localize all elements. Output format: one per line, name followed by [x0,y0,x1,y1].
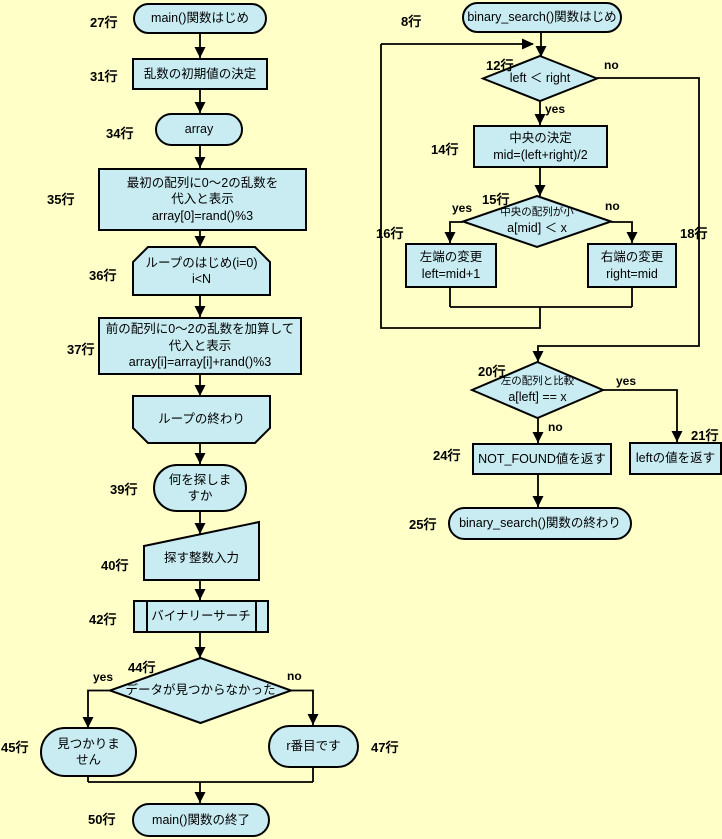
decision-diamond-shape [480,54,600,103]
node-init-random-text: 乱数の初期値の決定 [143,66,257,81]
line-label-34: 34行 [106,126,134,141]
node-mid-decision-caption: 中央の配列が小 [500,206,574,219]
node-input-integer-text: 探す整数入力 [163,550,239,565]
branch-label-12-yes: yes [545,102,566,116]
node-binary-search-call-text: バイナリーサーチ [151,609,251,624]
node-array-data: array [155,113,243,146]
node-msg-not-found-text: 見つかりま せん [57,736,120,768]
node-mid-calc-text: 中央の決定 mid=(left+right)/2 [493,131,588,162]
node-mid-decision: 中央の配列が小 a[mid] ＜ x [459,194,615,249]
node-loop-begin-text: ループのはじめ(i=0) i<N [145,255,258,287]
node-return-left: leftの値を返す [629,442,722,475]
node-bs-start-text: binary_search()関数はじめ [467,10,617,25]
node-left-decision-expr: a[left] == x [508,389,567,404]
node-left-decision-textwrap: 左の配列と比較 a[left] == x [499,375,577,405]
line-label-15: 15行 [482,192,510,207]
line-label-45: 45行 [1,740,29,755]
decision-diamond-shape [107,656,294,725]
loop-end-shape [132,395,271,444]
node-while-decision-text: left ＜ right [509,71,571,86]
node-left-decision-caption: 左の配列と比較 [500,374,575,387]
node-left-decision: 左の配列と比較 a[left] == x [469,360,606,420]
line-label-39: 39行 [110,482,138,497]
line-label-40: 40行 [101,558,129,573]
line-label-35: 35行 [47,192,75,207]
line-label-18: 18行 [680,226,708,241]
node-main-start-text: main()関数はじめ [151,11,249,26]
node-add-assign-text: 前の配列に0〜2の乱数を加算して 代入と表示 array[i]=array[i]… [105,322,295,370]
node-first-assign-text: 最初の配列に0〜2の乱数を 代入と表示 array[0]=rand()%3 [126,175,279,223]
node-right-update-text: 右端の変更 right=mid [600,250,664,281]
branch-label-44-no: no [287,669,302,683]
node-loop-end-text: ループの終わり [158,412,245,427]
node-first-assign: 最初の配列に0〜2の乱数を 代入と表示 array[0]=rand()%3 [98,168,307,231]
node-return-notfound-text: NOT_FOUND値を返す [478,451,606,466]
node-notfound-decision: データが見つからなかった [107,656,294,725]
line-label-8: 8行 [401,14,422,29]
decision-diamond-shape [469,360,606,420]
node-mid-calc: 中央の決定 mid=(left+right)/2 [473,125,608,168]
node-msg-found: r番目です [268,725,359,768]
line-label-37: 37行 [67,342,95,357]
line-label-12: 12行 [486,58,514,73]
line-label-25: 25行 [409,517,437,532]
loop-begin-shape [132,246,271,296]
line-label-14: 14行 [431,142,459,157]
node-array-data-text: array [184,122,214,137]
node-main-end: main()関数の終了 [132,803,270,837]
node-binary-search-call: バイナリーサーチ [133,600,269,633]
node-mid-decision-expr: a[mid] ＜ x [507,221,567,236]
node-input-integer: 探す整数入力 [143,520,260,581]
node-bs-end-text: binary_search()関数の終わり [459,516,621,531]
node-mid-decision-textwrap: 中央の配列が小 a[mid] ＜ x [498,206,576,236]
line-label-24: 24行 [433,448,461,463]
node-main-end-text: main()関数の終了 [152,812,250,827]
node-add-assign: 前の配列に0〜2の乱数を加算して 代入と表示 array[i]=array[i]… [98,317,302,375]
branch-label-12-no: no [604,58,619,72]
manual-input-shape [143,520,260,581]
node-return-left-text: leftの値を返す [635,451,716,466]
line-label-16: 16行 [376,226,404,241]
node-init-random: 乱数の初期値の決定 [132,58,268,90]
branch-label-44-yes: yes [93,670,114,684]
line-label-36: 36行 [89,268,117,283]
node-ask-prompt: 何を探しま すか [153,464,247,512]
node-left-update-text: 左端の変更 left=mid+1 [419,250,483,281]
node-msg-found-text: r番目です [286,739,341,754]
branch-label-20-no: no [548,420,563,434]
node-notfound-decision-text: データが見つからなかった [125,683,276,698]
node-right-update: 右端の変更 right=mid [587,243,677,288]
line-label-42: 42行 [89,612,117,627]
node-left-update: 左端の変更 left=mid+1 [405,243,497,288]
node-ask-prompt-text: 何を探しま すか [168,472,232,504]
branch-label-15-yes: yes [452,201,473,215]
decision-diamond-shape [459,194,615,249]
node-msg-not-found: 見つかりま せん [40,727,137,777]
node-return-notfound: NOT_FOUND値を返す [472,443,612,475]
branch-label-20-yes: yes [616,374,637,388]
line-label-44: 44行 [128,660,156,675]
node-loop-begin: ループのはじめ(i=0) i<N [132,246,271,296]
branch-label-15-no: no [605,199,620,213]
line-label-50: 50行 [88,812,116,827]
line-label-27: 27行 [90,15,118,30]
node-while-decision: left ＜ right [480,54,600,103]
node-loop-end: ループの終わり [132,395,271,444]
line-label-21: 21行 [691,428,719,443]
line-label-47: 47行 [371,740,399,755]
line-label-31: 31行 [90,69,118,84]
node-bs-start: binary_search()関数はじめ [462,2,622,33]
node-bs-end: binary_search()関数の終わり [448,507,632,540]
line-label-20: 20行 [478,364,506,379]
node-main-start: main()関数はじめ [133,3,267,34]
